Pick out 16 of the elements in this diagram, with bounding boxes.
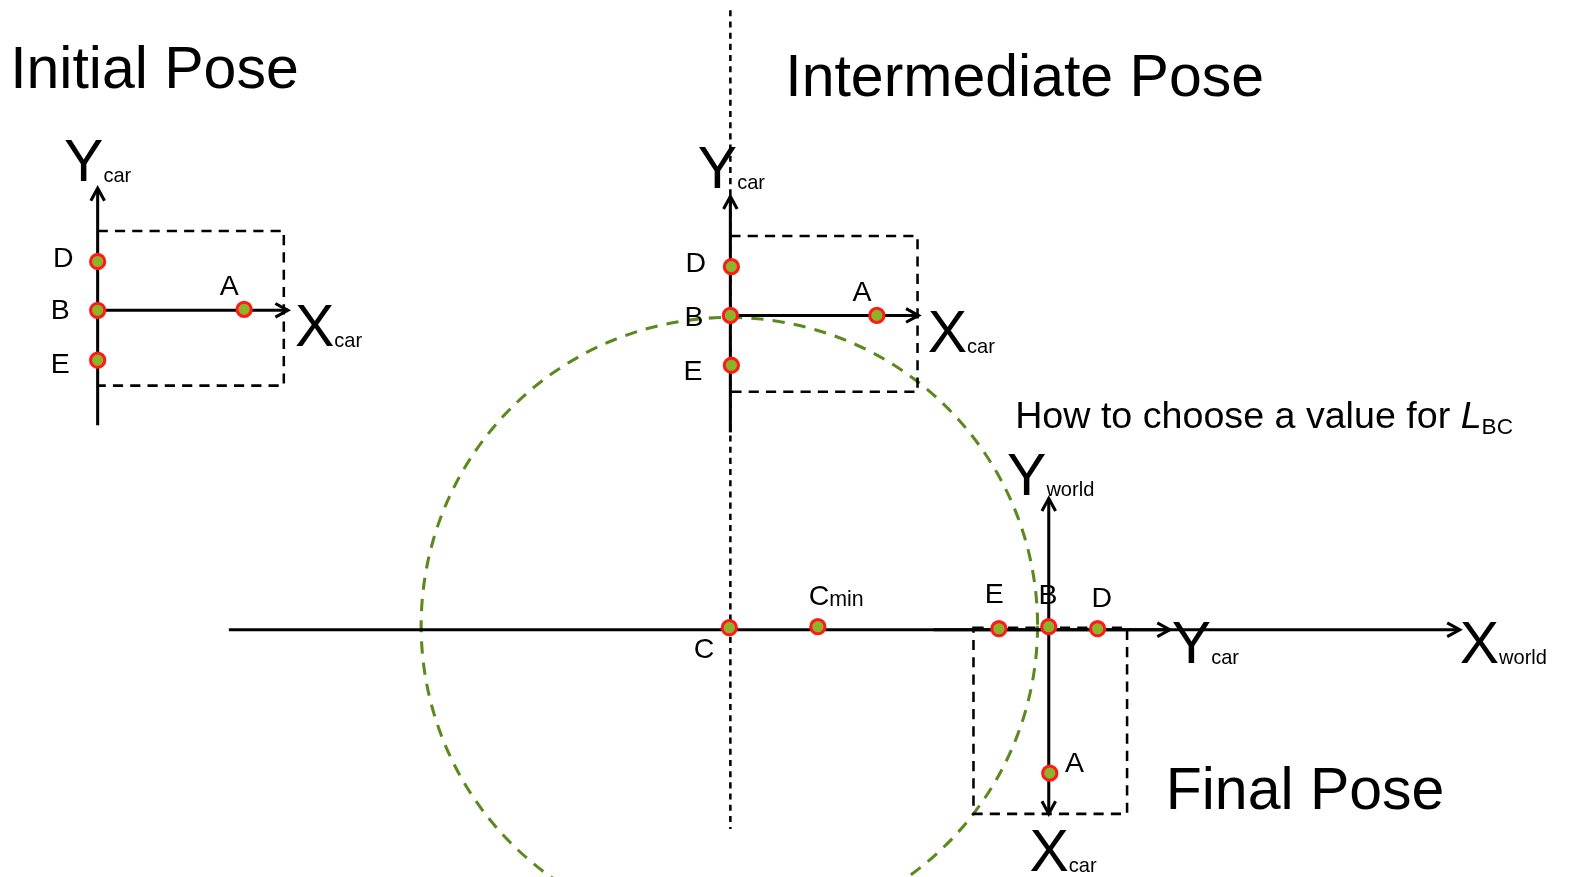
point-label: D [685, 248, 707, 277]
point-label: B [50, 295, 70, 324]
point-label: C$_{min}$ [808, 580, 864, 610]
pose-title: Intermediate Pose [785, 46, 1264, 106]
point-label: E [683, 356, 703, 385]
point-label: A [219, 270, 239, 300]
pose-title: Final Pose [1165, 759, 1445, 819]
pose-title: Initial Pose [10, 38, 299, 98]
point-label: E [984, 578, 1004, 608]
point-label: A [852, 276, 872, 306]
point-label: C [693, 633, 715, 663]
point-label: E [50, 348, 70, 378]
point-label: D [52, 243, 74, 272]
point-label: D [1091, 582, 1113, 612]
question-text: How to choose a value for L$_{BC}$ [1015, 396, 1513, 435]
point-label: A [1065, 747, 1084, 777]
